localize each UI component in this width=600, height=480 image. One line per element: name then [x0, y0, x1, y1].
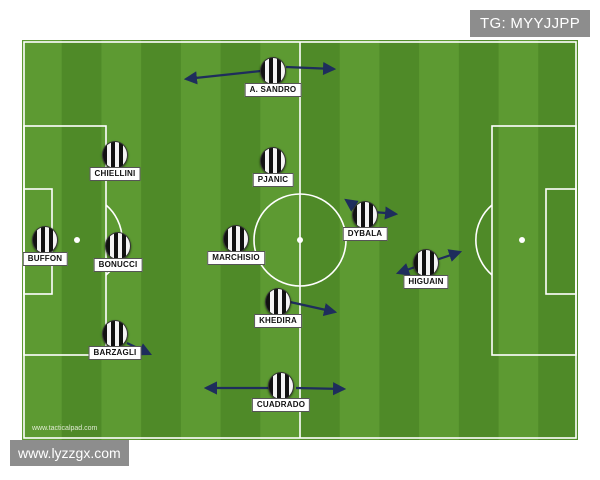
player-name-label: MARCHISIO [207, 251, 265, 265]
player-name-label: CUADRADO [251, 398, 311, 412]
tg-badge: TG: MYYJJPP [470, 10, 590, 37]
grass-stripe [180, 40, 222, 440]
player-name-label: DYBALA [342, 227, 388, 241]
shirt-icon [105, 232, 131, 260]
site-watermark: www.lyzzgx.com [10, 440, 129, 466]
player-name-label: KHEDIRA [254, 314, 302, 328]
shirt-icon [32, 226, 58, 254]
right-penalty-spot [519, 237, 525, 243]
shirt-icon [265, 288, 291, 316]
pitch-credit: www.tacticalpad.com [32, 425, 98, 432]
shirt-icon [260, 57, 286, 85]
football-pitch: www.tacticalpad.com A. SANDRO CHIELLINI … [22, 40, 578, 440]
grass-stripe [419, 40, 460, 440]
grass-stripe [141, 40, 182, 440]
right-penalty-arc [475, 204, 493, 276]
player-name-label: HIGUAIN [403, 275, 449, 289]
player-name-label: CHIELLINI [89, 167, 141, 181]
shirt-icon [260, 147, 286, 175]
left-penalty-spot [74, 237, 80, 243]
right-goal-area [545, 188, 577, 295]
grass-stripe [538, 40, 578, 440]
player-name-label: BONUCCI [93, 258, 143, 272]
grass-stripe [458, 40, 500, 440]
arrow-cuadrado-right [295, 382, 347, 396]
grass-stripe [61, 40, 102, 440]
arrow-khedira [289, 300, 338, 317]
pitch-spots [74, 237, 525, 243]
grass-stripe [498, 40, 539, 440]
player-name-label: BUFFON [22, 252, 68, 266]
shirt-icon [102, 320, 128, 348]
arrow-sandro-right [285, 61, 337, 76]
shirt-icon [223, 225, 249, 253]
player-name-label: PJANIC [252, 173, 294, 187]
center-spot [297, 237, 303, 243]
arrow-sandro-left [183, 68, 271, 85]
player-name-label: BARZAGLI [88, 346, 142, 360]
shirt-icon [352, 201, 378, 229]
shirt-icon [102, 141, 128, 169]
shirt-icon [268, 372, 294, 400]
arrow-higuain-right [435, 249, 463, 262]
player-name-label: A. SANDRO [244, 83, 302, 97]
grass-stripe [300, 40, 341, 440]
shirt-icon [413, 249, 439, 277]
